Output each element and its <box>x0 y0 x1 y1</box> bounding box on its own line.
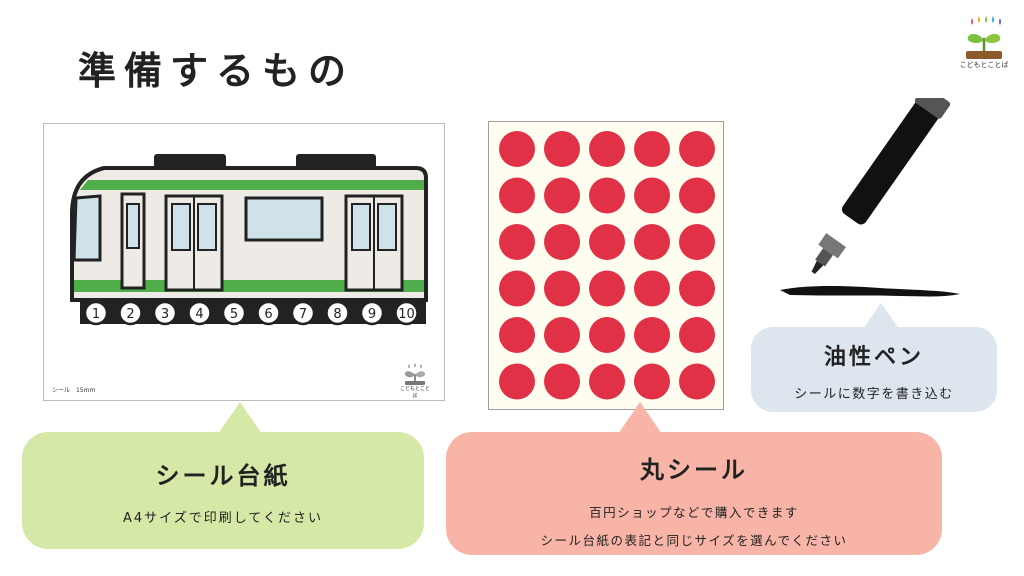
wheel-number: 6 <box>264 307 272 322</box>
item-title: 丸シール <box>640 456 748 484</box>
round-sticker <box>589 270 625 307</box>
wheel-circle <box>290 300 316 326</box>
item-description: シールに数字を書き込む <box>794 387 954 402</box>
train-roof-vent <box>154 154 226 168</box>
wheel-circle <box>256 300 281 326</box>
item-title: 油性ペン <box>823 345 924 370</box>
train-window <box>171 203 191 251</box>
round-sticker <box>679 224 715 260</box>
marker-pen-bubble: 油性ペン シールに数字を書き込む <box>751 303 997 412</box>
train-stripe <box>80 180 424 190</box>
train-window <box>72 194 102 262</box>
item-description: シール台紙の表記と同じサイズを選んでください <box>540 533 848 548</box>
round-sticker <box>589 317 625 353</box>
wheel-number: 10 <box>398 307 415 322</box>
round-sticker <box>544 177 580 214</box>
wheel-number: 4 <box>195 307 203 322</box>
round-sticker <box>679 270 715 307</box>
round-sticker <box>499 224 535 260</box>
round-sticker <box>544 363 580 400</box>
round-sticker-bubble: 丸シール 百円ショップなどで購入できます シール台紙の表記と同じサイズを選んでく… <box>446 402 942 555</box>
item-description: 百円ショップなどで購入できます <box>589 505 799 520</box>
train-stripe <box>74 280 424 292</box>
sheet-logo-text: こどもとことば <box>400 386 430 399</box>
wheel-number: 2 <box>126 307 134 322</box>
marker-pen-icon <box>780 86 960 297</box>
train-window <box>377 203 397 251</box>
round-sticker <box>544 317 580 353</box>
logo-text: こどもとことば <box>959 61 1009 69</box>
wheel-circle <box>359 300 385 326</box>
round-sticker <box>499 131 535 167</box>
round-sticker <box>589 131 625 167</box>
round-sticker <box>679 363 715 400</box>
round-sticker <box>544 224 580 260</box>
round-sticker <box>544 131 580 167</box>
item-description: A4サイズで印刷してください <box>123 511 323 526</box>
round-sticker <box>634 131 670 167</box>
train-illustration: 1 2 3 4 5 6 7 8 9 10 <box>70 154 428 326</box>
round-sticker <box>679 177 715 214</box>
wheel-number: 9 <box>368 307 376 322</box>
round-sticker <box>634 177 670 214</box>
round-sticker <box>634 224 670 260</box>
round-sticker <box>544 270 580 307</box>
round-sticker <box>589 177 625 214</box>
sprout-logo-icon <box>966 16 1002 59</box>
wheel-number: 7 <box>299 307 307 322</box>
wheel-circle <box>152 300 178 326</box>
round-sticker <box>499 363 535 400</box>
round-sticker-sheet <box>488 121 724 410</box>
marker-pen-illustration <box>770 86 970 308</box>
wheel-number: 5 <box>230 307 238 322</box>
sheet-logo: こどもとことば <box>400 362 430 399</box>
round-sticker <box>499 317 535 353</box>
round-sticker <box>499 177 535 214</box>
round-sticker <box>679 131 715 167</box>
wheel-circle <box>187 300 212 326</box>
train-window <box>126 203 140 249</box>
sprout-logo-icon <box>404 363 426 385</box>
round-sticker <box>634 363 670 400</box>
round-sticker <box>499 270 535 307</box>
item-title: シール台紙 <box>155 462 291 490</box>
wheel-circle <box>221 300 247 326</box>
round-sticker <box>589 363 625 400</box>
round-sticker <box>589 224 625 260</box>
round-sticker <box>634 270 670 307</box>
wheel-circle <box>118 300 143 326</box>
sticker-base-bubble: シール台紙 A4サイズで印刷してください <box>22 402 424 549</box>
wheel-number: 8 <box>333 307 341 322</box>
sheet-caption: シール 15mm <box>52 387 96 394</box>
wheel-number: 3 <box>161 307 169 322</box>
wheel-circle <box>325 300 350 326</box>
round-sticker <box>634 317 670 353</box>
page-title: 準備するもの <box>78 49 355 93</box>
round-sticker <box>679 317 715 353</box>
sticker-base-sheet: 1 2 3 4 5 6 7 8 9 10 シール 15mm こどもとことば <box>43 123 445 401</box>
wheel-circle <box>83 300 109 326</box>
train-window <box>351 203 371 251</box>
wheel-number: 1 <box>92 307 100 322</box>
train-window <box>244 196 324 242</box>
logo: こどもとことば <box>958 14 1010 72</box>
train-window <box>197 203 217 251</box>
wheel-circle <box>394 300 419 326</box>
sticker-grid <box>499 131 715 400</box>
train-roof-vent <box>296 154 376 168</box>
